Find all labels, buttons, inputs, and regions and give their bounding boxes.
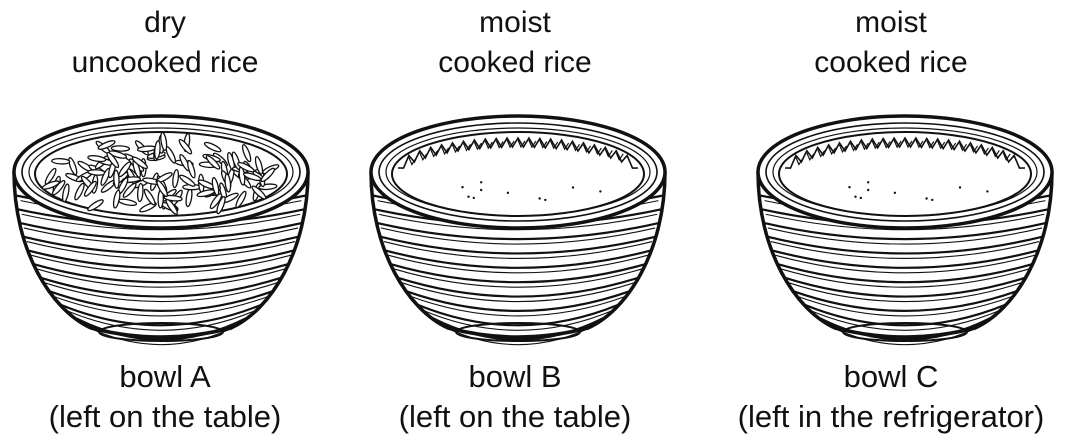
bowl-b-illustration (363, 110, 673, 350)
rice-speck (507, 192, 509, 194)
rice-speck (867, 181, 869, 183)
bowl-b-panel: moist cooked rice bowl B (left on the ta… (345, 0, 685, 443)
rice-grain (137, 183, 143, 201)
bowl-b-body (371, 116, 665, 345)
rice-speck (599, 190, 601, 192)
rice-speck (538, 197, 540, 199)
rice-speck (467, 196, 469, 198)
rice-speck (894, 192, 896, 194)
bowl-c-illustration (750, 110, 1060, 350)
rice-speck (480, 181, 482, 183)
rice-speck (473, 197, 475, 199)
rice-speck (867, 189, 869, 191)
bowl-c-content-state: moist (700, 4, 1082, 42)
bowl-c-name: bowl C (700, 357, 1082, 397)
bowl-c-content-type: cooked rice (700, 44, 1082, 82)
bowl-a-illustration (6, 110, 316, 350)
rice-grain (52, 158, 70, 164)
bowl-a-content-type: uncooked rice (0, 44, 330, 82)
rice-speck (931, 199, 933, 201)
bowl-c-panel: moist cooked rice bowl C (left in the re… (700, 0, 1082, 443)
bowl-b-location: (left on the table) (345, 397, 685, 437)
rice-grain (111, 146, 129, 152)
rice-speck (572, 186, 574, 188)
bowl-a-content-state: dry (0, 4, 330, 42)
bowl-c-body (758, 116, 1052, 345)
bowl-b-content-state: moist (345, 4, 685, 42)
bowl-b-content-type: cooked rice (345, 44, 685, 82)
rice-speck (461, 186, 463, 188)
rice-speck (854, 196, 856, 198)
rice-speck (959, 186, 961, 188)
rice-speck (544, 199, 546, 201)
bowl-a-panel: dry uncooked rice bowl A (left on the ta… (0, 0, 330, 443)
rice-speck (860, 197, 862, 199)
rice-speck (925, 197, 927, 199)
bowl-inner-rim (779, 132, 1031, 216)
bowl-inner-rim (392, 132, 644, 216)
bowl-a-location: (left on the table) (0, 397, 330, 437)
rice-speck (986, 190, 988, 192)
bowl-a-name: bowl A (0, 357, 330, 397)
rice-speck (848, 186, 850, 188)
bowl-c-location: (left in the refrigerator) (700, 397, 1082, 437)
bowl-b-name: bowl B (345, 357, 685, 397)
rice-speck (480, 189, 482, 191)
